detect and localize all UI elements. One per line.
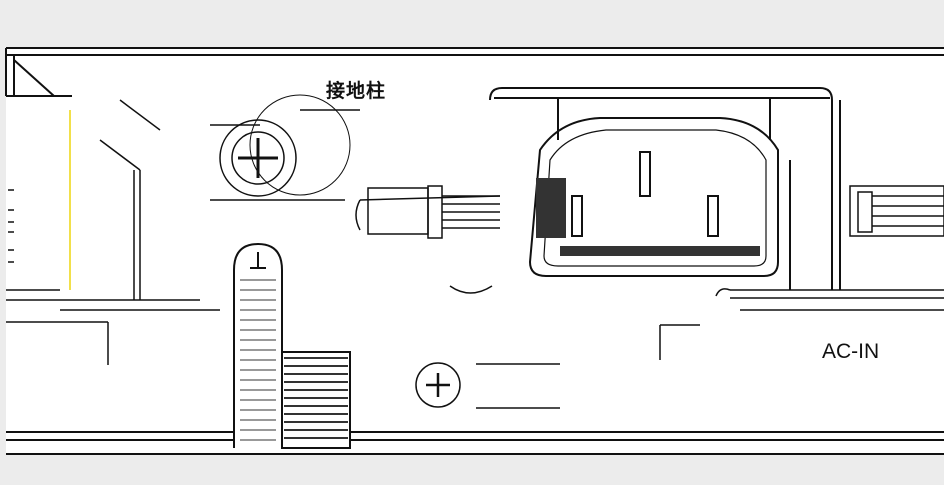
ground-post-label: 接地柱 bbox=[326, 80, 387, 102]
mounting-screw bbox=[233, 242, 283, 448]
ac-inlet bbox=[489, 87, 841, 290]
hatched-block bbox=[281, 351, 351, 449]
cable-connector-right bbox=[849, 185, 944, 237]
panel-frame bbox=[5, 47, 944, 97]
device-panel bbox=[6, 48, 944, 454]
ac-in-label: AC-IN bbox=[822, 340, 880, 363]
screw-thread bbox=[240, 279, 276, 441]
cable-connector-left bbox=[355, 185, 501, 294]
panel-base bbox=[6, 431, 944, 455]
ac-inlet-shade bbox=[536, 178, 760, 256]
mid-rails bbox=[659, 288, 944, 360]
ground-terminal bbox=[210, 94, 360, 201]
ground-symbol bbox=[415, 362, 560, 409]
left-bracket bbox=[6, 99, 220, 365]
